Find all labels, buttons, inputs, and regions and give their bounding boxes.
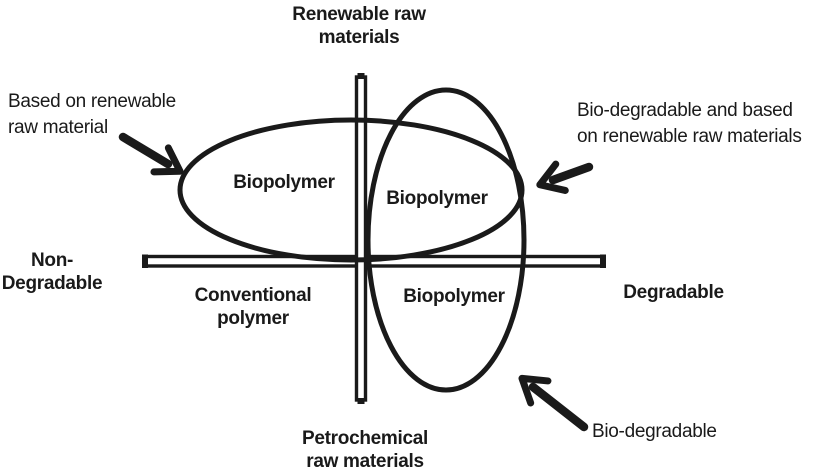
biodegradable-biopolymer-ellipse (365, 87, 527, 393)
axis-label-non-degradable: Non- Degradable (1, 250, 103, 294)
horizontal-axis-right-cap (600, 254, 606, 268)
axis-label-renewable-raw-materials: Renewable raw materials (292, 4, 426, 48)
annotation-biodegradable-and-renewable: Bio-degradable and based on renewable ra… (577, 100, 802, 147)
horizontal-axis-left-cap (142, 254, 148, 268)
vertical-axis (354, 73, 368, 404)
vertical-axis-top-cap (357, 73, 365, 79)
arrow-biodegradable-icon (518, 374, 589, 432)
arrow-biodegradable-renewable-icon (536, 160, 594, 194)
region-label-biopolymer-renewable: Biopolymer (233, 172, 335, 193)
region-label-biopolymer-degradable: Biopolymer (403, 286, 505, 307)
vertical-axis-bottom-cap (357, 398, 365, 404)
annotation-based-on-renewable: Based on renewable raw material (8, 91, 176, 138)
axis-label-degradable: Degradable (623, 282, 724, 303)
arrow-renewable-based-icon (118, 132, 184, 176)
axis-label-petrochemical-raw-materials: Petrochemical raw materials (302, 428, 428, 469)
region-label-biopolymer-intersection: Biopolymer (386, 188, 488, 209)
region-label-conventional-polymer: Conventional polymer (194, 285, 312, 329)
annotation-biodegradable: Bio-degradable (592, 421, 717, 442)
